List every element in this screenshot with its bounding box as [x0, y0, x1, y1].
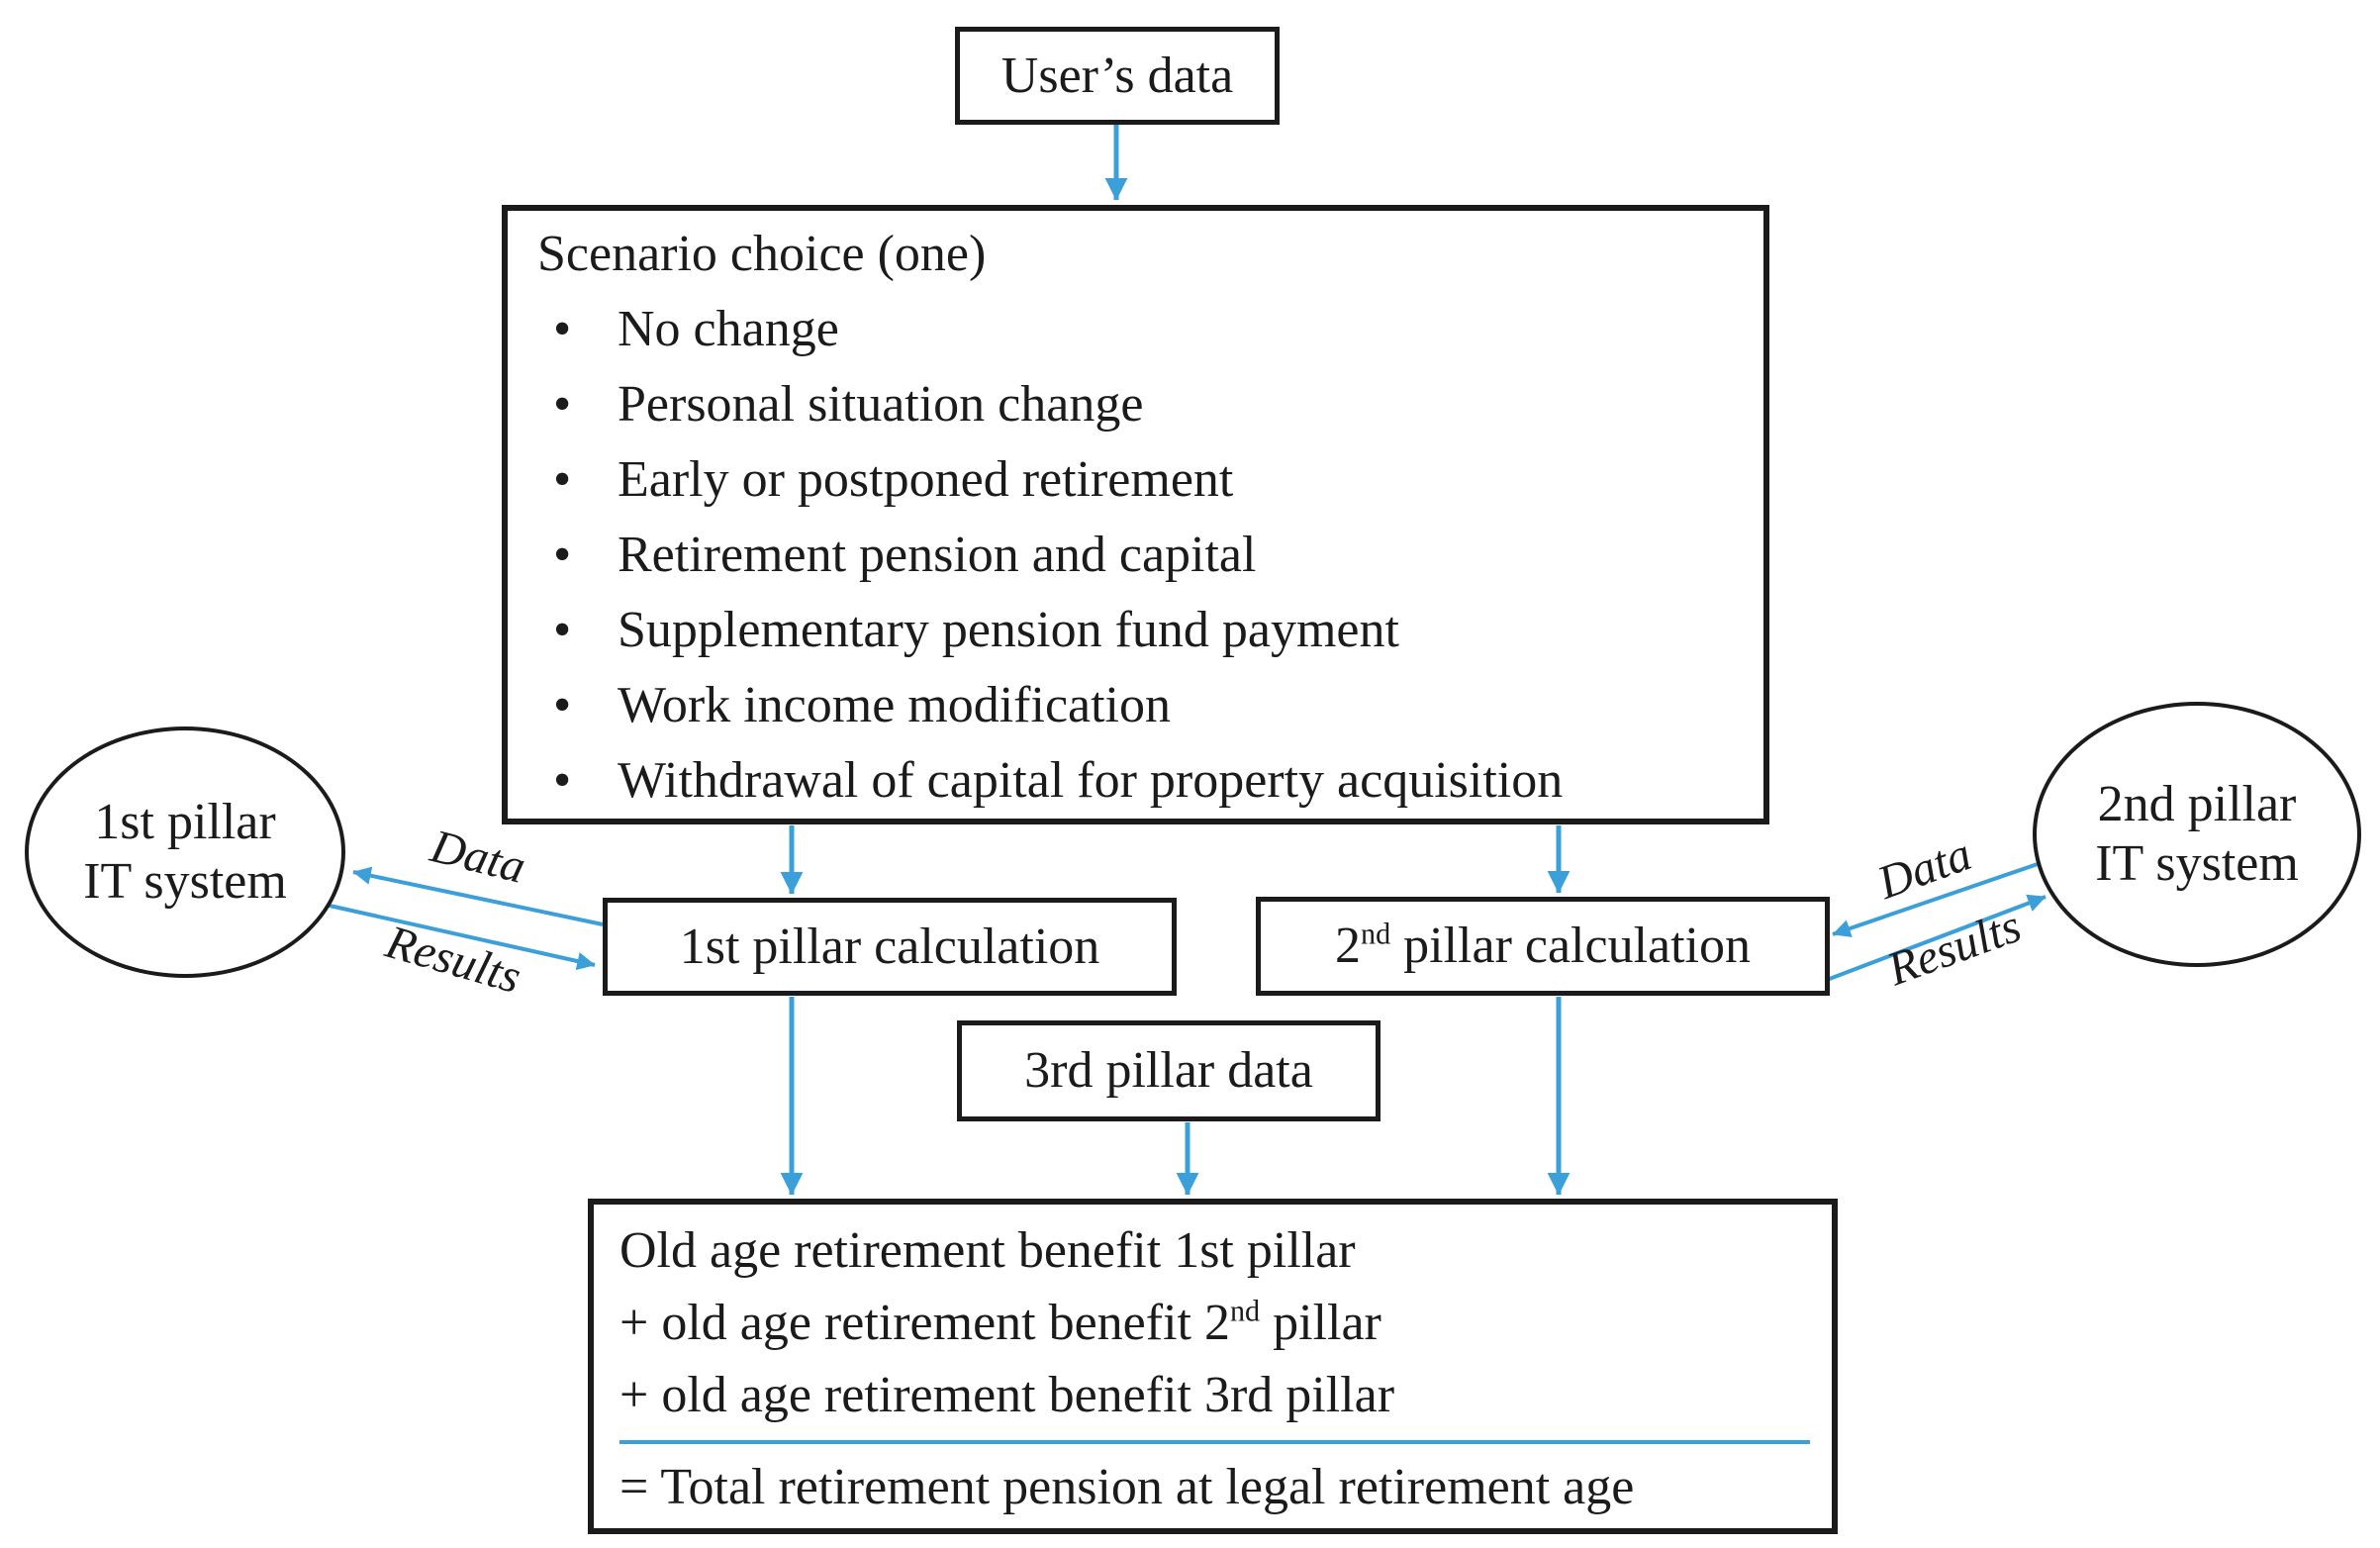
calc1-label: 1st pillar calculation [679, 918, 1100, 975]
scenario-option: Early or postponed retirement [537, 442, 1746, 518]
arrow-calc2-to-it2-results [1826, 894, 2047, 982]
node-3rd-pillar-data: 3rd pillar data [957, 1020, 1380, 1121]
scenario-option: Retirement pension and capital [537, 518, 1746, 593]
arrow-it2-to-calc2-data [1832, 862, 2039, 937]
calc2-label: 2nd pillar calculation [1334, 917, 1751, 975]
it1-line1: 1st pillar [94, 794, 276, 850]
sum-divider-line [619, 1440, 1810, 1444]
it2-line2: IT system [2095, 835, 2299, 892]
scenario-option: Personal situation change [537, 367, 1746, 442]
total-line2-superscript: nd [1229, 1294, 1261, 1328]
total-line-sum: = Total retirement pension at legal reti… [619, 1459, 1635, 1515]
node-total-retirement-pension: Old age retirement benefit 1st pillar + … [588, 1199, 1838, 1534]
arrow-it1-to-calc1-results [329, 904, 596, 971]
node-1st-pillar-it-system: 1st pillar IT system [25, 726, 345, 978]
node-2nd-pillar-calculation: 2nd pillar calculation [1256, 897, 1830, 996]
scenario-title: Scenario choice (one) [537, 226, 987, 282]
scenario-option: Withdrawal of capital for property acqui… [537, 743, 1746, 819]
node-users-data: User’s data [955, 27, 1280, 125]
node-2nd-pillar-it-system: 2nd pillar IT system [2033, 702, 2361, 967]
scenario-options-list: No change Personal situation change Earl… [537, 292, 1746, 819]
total-line-3rd-pillar: + old age retirement benefit 3rd pillar [619, 1367, 1395, 1423]
scenario-option: Work income modification [537, 668, 1746, 743]
scenario-option: Supplementary pension fund payment [537, 593, 1746, 668]
total-line-2nd-pillar: + old age retirement benefit 2nd pillar [619, 1294, 1381, 1351]
users-data-label: User’s data [1000, 47, 1234, 104]
pillar3-label: 3rd pillar data [1024, 1042, 1313, 1100]
calc2-superscript: nd [1360, 917, 1391, 951]
node-1st-pillar-calculation: 1st pillar calculation [603, 898, 1177, 996]
it2-line1: 2nd pillar [2097, 776, 2297, 832]
it1-line2: IT system [83, 853, 287, 910]
arrow-calc1-to-it1-data [352, 866, 604, 926]
total-line-1st-pillar: Old age retirement benefit 1st pillar [619, 1222, 1356, 1279]
scenario-option: No change [537, 292, 1746, 367]
node-scenario-choice: Scenario choice (one) No change Personal… [502, 205, 1769, 824]
